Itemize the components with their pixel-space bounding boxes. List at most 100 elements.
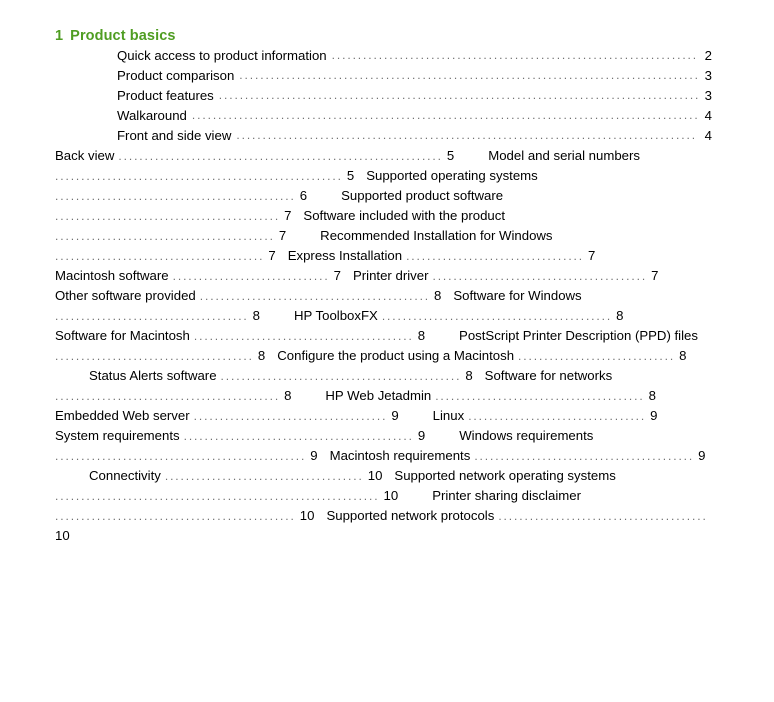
toc-leader-dots: ..................................: [468, 409, 647, 423]
toc-entry[interactable]: Product comparison......................…: [55, 66, 712, 86]
toc-entry-title[interactable]: Other software provided: [55, 288, 196, 303]
toc-entry-page: 8: [252, 308, 261, 323]
toc-leader-dots: ........................................…: [236, 128, 698, 142]
toc-entry-title: Front and side view: [117, 128, 232, 143]
toc-entry-title[interactable]: Software included with the product: [303, 208, 505, 223]
toc-leader-dots: ........................................…: [331, 48, 698, 62]
toc-leader-dots: ..............................: [172, 269, 330, 283]
toc-entry-page: 5: [346, 168, 355, 183]
toc-entry-title[interactable]: Supported operating systems: [366, 168, 538, 183]
toc-leader-dots: .....................................: [55, 309, 249, 323]
toc-top-block: Quick access to product information.....…: [55, 46, 712, 146]
toc-entry-page: 9: [417, 428, 426, 443]
toc-leader-dots: ..............................: [518, 349, 676, 363]
toc-entry-title[interactable]: Macintosh requirements: [329, 448, 471, 463]
toc-entry-page: 7: [268, 248, 276, 263]
toc-leader-dots: ........................................…: [55, 169, 343, 183]
toc-entry-title[interactable]: Supported network operating systems: [394, 468, 616, 483]
toc-leader-dots: ........................................…: [183, 429, 414, 443]
toc-entry-title[interactable]: HP Web Jetadmin: [325, 388, 432, 403]
toc-entry-title[interactable]: Software for Macintosh: [55, 328, 190, 343]
toc-entry-title[interactable]: HP ToolboxFX: [294, 308, 378, 323]
toc-entry[interactable]: Product features........................…: [55, 86, 712, 106]
toc-entry-page: 4: [704, 108, 712, 123]
toc-entry-page: 7: [333, 268, 341, 283]
toc-leader-dots: ........................................…: [55, 229, 275, 243]
toc-entry-title[interactable]: Status Alerts software: [89, 368, 217, 383]
toc-leader-dots: ........................................…: [239, 68, 698, 82]
toc-entry-page: 6: [299, 188, 308, 203]
toc-entry-page: 8: [257, 348, 266, 363]
toc-leader-dots: ........................................…: [432, 269, 648, 283]
toc-entry-page: 5: [446, 148, 455, 163]
toc-entry-page: 9: [391, 408, 399, 423]
toc-entry-title[interactable]: Software for networks: [484, 368, 613, 383]
toc-leader-dots: ........................................: [498, 509, 708, 523]
toc-entry-page: 8: [648, 388, 656, 403]
chapter-heading: 1 Product basics: [55, 28, 176, 44]
toc-leader-dots: .....................................: [193, 409, 388, 423]
toc-leader-dots: ........................................…: [55, 509, 296, 523]
toc-entry-page: 2: [704, 48, 712, 63]
toc-entry-title[interactable]: Back view: [55, 148, 115, 163]
toc-leader-dots: ..................................: [406, 249, 585, 263]
toc-leader-dots: ........................................…: [193, 329, 414, 343]
toc-leader-dots: ........................................…: [55, 489, 380, 503]
toc-entry-title[interactable]: Connectivity: [89, 468, 161, 483]
toc-entry-title[interactable]: Supported product software: [341, 188, 504, 203]
toc-entry-title: Walkaround: [117, 108, 187, 123]
toc-leader-dots: ........................................…: [55, 209, 281, 223]
toc-entry-title[interactable]: Supported network protocols: [326, 508, 495, 523]
toc-entry-page: 8: [616, 308, 624, 323]
toc-entry-title[interactable]: System requirements: [55, 428, 180, 443]
chapter-number: 1: [55, 28, 64, 44]
toc-entry-title[interactable]: Linux: [432, 408, 465, 423]
toc-entry-page: 8: [679, 348, 687, 363]
toc-entry[interactable]: Front and side view.....................…: [55, 126, 712, 146]
toc-leader-dots: ........................................…: [55, 389, 281, 403]
chapter-title: Product basics: [70, 28, 176, 44]
toc-entry-page: 9: [650, 408, 658, 423]
toc-entry-title[interactable]: Windows requirements: [459, 428, 594, 443]
toc-entry[interactable]: Quick access to product information.....…: [55, 46, 712, 66]
toc-entry-title[interactable]: Recommended Installation for Windows: [320, 228, 553, 243]
toc-leader-dots: ........................................…: [191, 108, 698, 122]
toc-leader-dots: ........................................…: [220, 369, 462, 383]
toc-entry-page: 8: [417, 328, 426, 343]
toc-entry-page: 7: [651, 268, 659, 283]
toc-leader-dots: ........................................…: [218, 88, 698, 102]
toc-entry-page: 9: [698, 448, 706, 463]
toc-leader-dots: ........................................…: [381, 309, 613, 323]
toc-entry-title[interactable]: Printer sharing disclaimer: [432, 488, 581, 503]
toc-entry-title[interactable]: Express Installation: [287, 248, 403, 263]
toc-entry-page: 8: [465, 368, 473, 383]
toc-entry-page: 10: [55, 528, 70, 543]
toc-leader-dots: ........................................…: [55, 449, 307, 463]
toc-entry-title[interactable]: Configure the product using a Macintosh: [277, 348, 515, 363]
toc-entry-page: 3: [704, 88, 712, 103]
toc-entry[interactable]: Walkaround..............................…: [55, 106, 712, 126]
toc-leader-dots: ........................................…: [199, 289, 431, 303]
toc-entry-list: Quick access to product information.....…: [55, 46, 712, 546]
toc-entry-title[interactable]: Printer driver: [352, 268, 429, 283]
toc-entry-title: Product comparison: [117, 68, 235, 83]
toc-leader-dots: ......................................: [55, 349, 254, 363]
toc-entry-page: 10: [299, 508, 315, 523]
toc-entry-page: 10: [367, 468, 383, 483]
toc-entry-title[interactable]: Software for Windows: [453, 288, 582, 303]
toc-entry-title: Product features: [117, 88, 214, 103]
toc-entry-page: 7: [284, 208, 292, 223]
toc-entry-title[interactable]: Model and serial numbers: [488, 148, 640, 163]
toc-entry-title[interactable]: Embedded Web server: [55, 408, 190, 423]
toc-entry-page: 7: [588, 248, 596, 263]
toc-leader-dots: ........................................…: [55, 189, 296, 203]
toc-entry-title[interactable]: Macintosh software: [55, 268, 169, 283]
toc-leader-dots: ........................................: [55, 249, 265, 263]
toc-entry-title[interactable]: PostScript Printer Description (PPD) fil…: [459, 328, 698, 343]
toc-flow-block: Back view...............................…: [55, 146, 712, 546]
toc-entry-page: 10: [383, 488, 399, 503]
toc-entry-page: 9: [310, 448, 318, 463]
toc-leader-dots: ........................................…: [118, 149, 443, 163]
toc-entry-page: 7: [278, 228, 287, 243]
